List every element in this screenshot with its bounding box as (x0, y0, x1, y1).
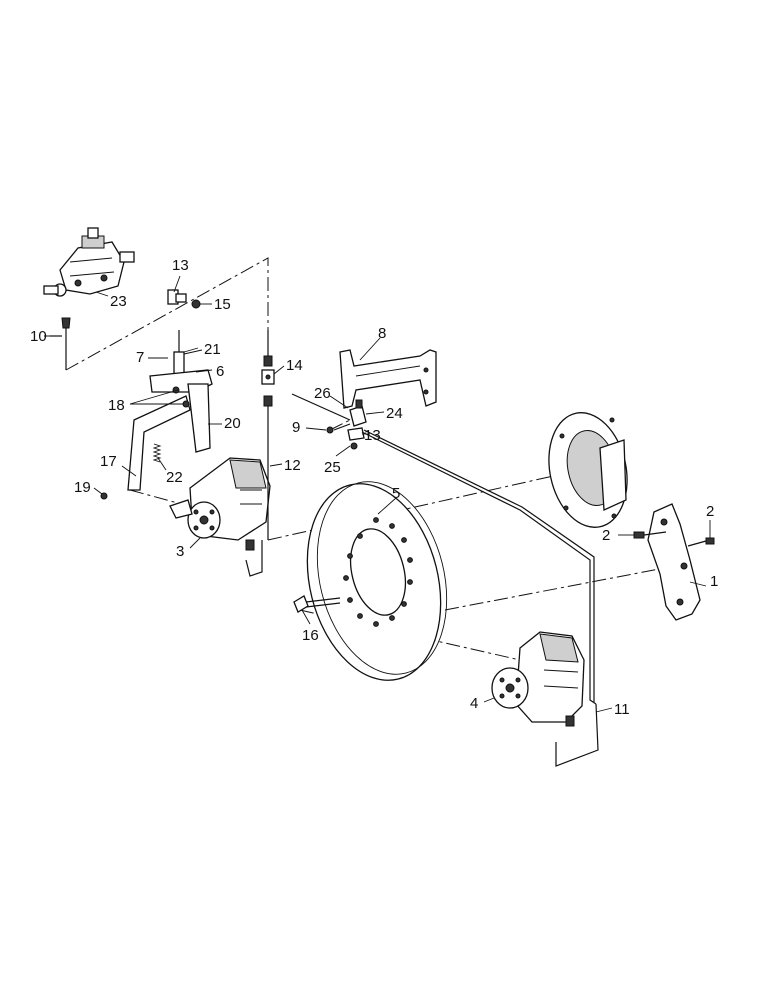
part-21-switch (173, 330, 199, 377)
hub-flange (548, 412, 628, 528)
part-4-right-caliper (491, 631, 585, 727)
label-part-20: 20 (224, 415, 241, 432)
label-part-21: 21 (204, 341, 221, 358)
part-14-fitting (261, 369, 275, 385)
part-24-tee-fitting (326, 399, 367, 450)
label-part-12: 12 (284, 457, 301, 474)
label-part-6: 6 (216, 363, 224, 380)
label-part-22: 22 (166, 469, 183, 486)
part-12-brake-line (245, 330, 273, 577)
part-1-mount-bracket (647, 503, 701, 621)
part-number-labels: 1 2 2 3 4 5 6 7 8 9 10 11 12 13 13 14 15… (30, 257, 718, 718)
label-part-13-upper: 13 (172, 257, 189, 274)
label-part-10: 10 (30, 328, 47, 345)
label-part-16: 16 (302, 627, 319, 644)
label-part-26: 26 (314, 385, 331, 402)
label-part-23: 23 (110, 293, 127, 310)
label-part-11: 11 (614, 701, 630, 718)
part-11-brake-pipe (291, 393, 599, 767)
part-5-brake-disc (306, 481, 448, 681)
label-part-18: 18 (108, 397, 125, 414)
label-part-5: 5 (392, 485, 400, 502)
label-part-8: 8 (378, 325, 386, 342)
part-16-bolt (293, 595, 341, 613)
label-part-3: 3 (176, 543, 184, 560)
disc-bolt-holes (343, 517, 413, 627)
part-10-pipe (50, 317, 71, 370)
leader-lines (44, 275, 711, 713)
label-part-13-lower: 13 (364, 427, 381, 444)
label-part-17: 17 (100, 453, 117, 470)
label-part-24: 24 (386, 405, 403, 422)
label-part-7: 7 (136, 349, 144, 366)
label-part-15: 15 (214, 296, 231, 313)
label-part-4: 4 (470, 695, 478, 712)
label-part-14: 14 (286, 357, 303, 374)
label-part-1: 1 (710, 573, 718, 590)
label-part-25: 25 (324, 459, 341, 476)
label-part-2-left: 2 (602, 527, 610, 544)
part-22-spring (100, 443, 162, 500)
part-6-20-bracket (127, 369, 213, 491)
part-13-upper-tee (167, 289, 201, 309)
part-23-brake-valve (43, 227, 135, 297)
part-3-left-caliper (169, 457, 271, 551)
part-2-bolts (633, 531, 715, 547)
label-part-2-right: 2 (706, 503, 714, 520)
part-8-bracket (339, 349, 437, 409)
label-part-9: 9 (292, 419, 300, 436)
label-part-19: 19 (74, 479, 91, 496)
